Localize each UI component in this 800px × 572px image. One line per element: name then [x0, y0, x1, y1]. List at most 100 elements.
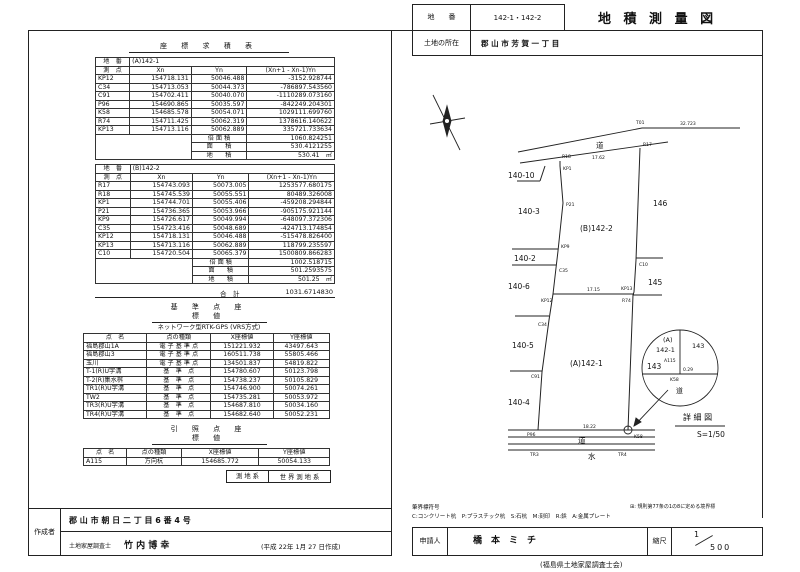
reference-points-subtitle: ネットワーク型RTK-GPS (VRS方式) [157, 324, 261, 331]
map-point: T01 [635, 120, 645, 126]
detail-neighbor: 143 [692, 342, 704, 350]
grand-total: 合 計 1031.6714830 [95, 287, 335, 298]
map-neighbor: 140-10 [508, 171, 535, 180]
document-title: 地 積 測 量 図 [598, 12, 718, 27]
road-lines [508, 127, 740, 451]
lot-label: 地 番 [413, 5, 471, 30]
map-point: P21 [566, 202, 575, 208]
map-distance: 18.22 [583, 424, 596, 430]
creator-date: (平成 22年 1月 27 日作成) [261, 543, 341, 551]
detail-lot-a-num: 142-1 [656, 346, 675, 354]
witness-points-title: 引 照 点 座 標 値 [151, 425, 267, 445]
table-cell: 154685.772 [180, 456, 260, 466]
grand-total-label: 合 計 [220, 290, 240, 298]
legend-note: ⊞: 規則第77条の1の8に定める境界標 [630, 504, 716, 510]
map-neighbor: 145 [648, 278, 663, 287]
total-value: 530.41 ㎡ [246, 150, 335, 160]
scale-value: 1 500 [672, 528, 762, 555]
map-point: KP13 [621, 286, 633, 292]
map-point: C35 [559, 268, 568, 274]
outer-frame [28, 30, 763, 518]
creator-label: 作成者 [29, 509, 61, 555]
blank [95, 275, 193, 284]
map-point: R74 [622, 298, 631, 304]
detail-distance: 0.29 [683, 367, 693, 373]
map-point: KP1 [563, 166, 572, 172]
blank [95, 134, 192, 143]
applicant-name: 橋 本 ミ チ [448, 528, 648, 555]
map-point: C91 [531, 374, 540, 380]
grand-total-value: 1031.6714830 [285, 288, 333, 296]
datum-value: 世 界 測 地 系 [279, 474, 320, 481]
datum-label: 測 地 系 [227, 471, 269, 482]
section-divider [391, 30, 392, 518]
map-road-bottom: 道 [578, 435, 586, 445]
map-neighbor: 143 [647, 362, 662, 371]
parcel-boundaries [510, 147, 663, 431]
table-cell: 154720.504 [129, 249, 193, 259]
map-lot-a: (A)142-1 [570, 359, 603, 368]
table-cell: 154713.116 [129, 125, 192, 135]
location-label: 土地の所在 [413, 31, 471, 55]
map-neighbor: 140-4 [508, 398, 530, 407]
table-cell: A115 [82, 456, 128, 466]
location-box: 土地の所在 郡 山 市 芳 賀 一 丁 目 [412, 30, 763, 56]
total-value: 501.25 ㎡ [248, 274, 335, 284]
creator-name: 竹 内 博 幸 [124, 541, 170, 551]
blank [95, 266, 193, 275]
scale-numerator: 1 [694, 530, 700, 539]
scale-label: 縮尺 [648, 528, 672, 555]
creator-title: 土地家屋調査士 [69, 543, 112, 550]
detail-title: 詳 細 図 [683, 412, 712, 422]
map-point: R17 [643, 142, 652, 148]
map-point: K58 [634, 434, 643, 440]
detail-lot-a: (A) [663, 336, 673, 344]
map-point: C10 [639, 262, 648, 268]
reference-points-title: 基 準 点 座 標 値 [151, 303, 267, 323]
table-cell: 基 準 点 [146, 409, 212, 419]
map-neighbor: 140-2 [514, 254, 536, 263]
creator-box: 作成者 郡 山 市 朝 日 二 丁 目 6 番 4 号 土地家屋調査士 竹 内 … [28, 508, 392, 556]
map-point: KP12 [541, 298, 553, 304]
total-label: 地 積 [190, 150, 248, 160]
creator-address: 郡 山 市 朝 日 二 丁 目 6 番 4 号 [69, 516, 191, 525]
map-water: 水 [588, 451, 596, 461]
lot-value: 142-1・142-2 [493, 13, 542, 22]
table-cell: 50052.231 [272, 409, 331, 419]
map-point: R18 [562, 154, 571, 160]
map-point: KP9 [561, 244, 570, 250]
map-distance: 17.62 [592, 155, 605, 161]
map-distance: 32.723 [680, 121, 696, 127]
blank [95, 258, 193, 267]
applicant-label: 申請人 [413, 528, 448, 555]
detail-point: A115 [664, 358, 676, 364]
blank [95, 142, 192, 151]
detail-road: 道 [676, 386, 683, 395]
blank [95, 151, 192, 160]
footer-association: (福島県土地家屋調査士会) [540, 561, 623, 569]
map-lot-b: (B)142-2 [580, 224, 613, 233]
map-neighbor: 146 [653, 199, 668, 208]
map-point: P96 [527, 432, 536, 438]
detail-circle [623, 329, 725, 435]
area-table-title: 座 標 求 積 表 [129, 42, 289, 53]
north-arrow-icon [429, 94, 466, 151]
map-neighbor: 140-6 [508, 282, 530, 291]
map-road-top: 道 [596, 140, 604, 150]
